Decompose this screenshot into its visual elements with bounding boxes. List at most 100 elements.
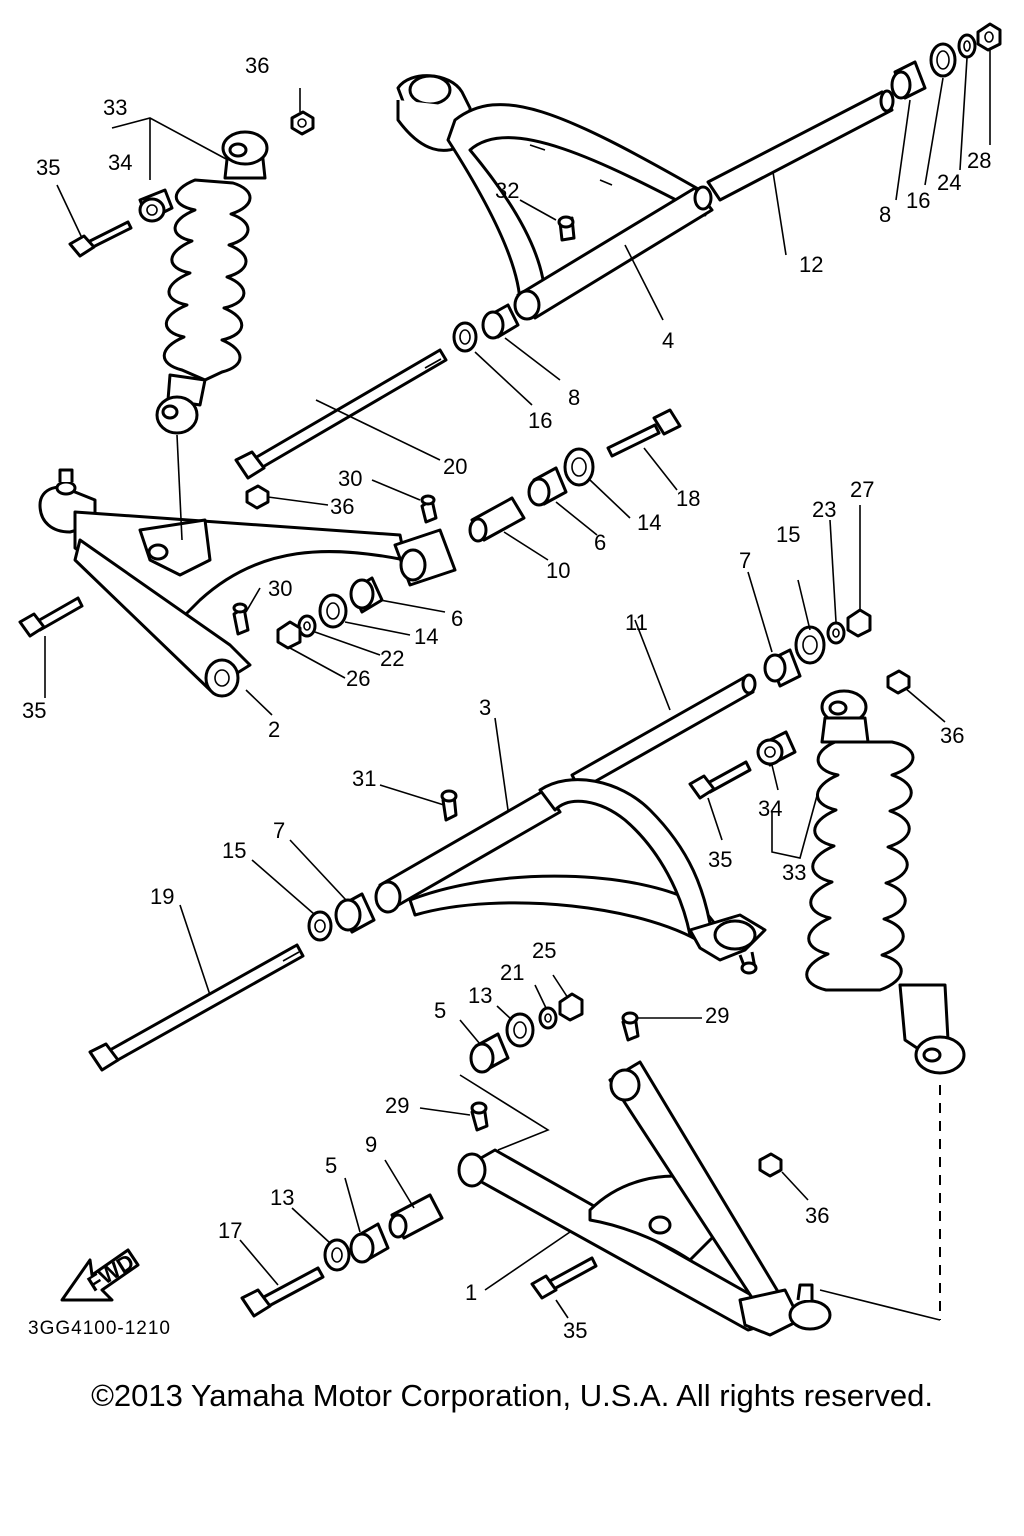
washer-15-lower[interactable] (307, 910, 333, 942)
leader-lines (44, 48, 991, 1319)
washer-14-lower[interactable] (318, 593, 348, 629)
callout-8: 8 (568, 385, 580, 410)
callout-22: 22 (380, 646, 404, 671)
parts-diagram: FWD (18, 22, 1002, 1343)
lower-arm-2[interactable] (38, 468, 457, 698)
bolt-35-left[interactable] (18, 596, 84, 638)
nut-25[interactable] (558, 992, 584, 1022)
callout-18: 18 (676, 486, 700, 511)
callout-35: 35 (22, 698, 46, 723)
grease-nipple-29-upper[interactable] (621, 1011, 640, 1042)
bushing-7-lower[interactable] (334, 892, 376, 934)
callout-35: 35 (708, 847, 732, 872)
nut-28[interactable] (976, 22, 1002, 52)
callout-7: 7 (739, 548, 751, 573)
callout-12: 12 (799, 252, 823, 277)
callout-29: 29 (705, 1003, 729, 1028)
nut-36-right-lower[interactable] (758, 1152, 783, 1178)
callout-23: 23 (812, 497, 836, 522)
grease-nipple-29-lower[interactable] (470, 1101, 489, 1132)
callout-26: 26 (346, 666, 370, 691)
callout-20: 20 (443, 454, 467, 479)
collar-9[interactable] (388, 1193, 444, 1240)
callout-34: 34 (758, 796, 782, 821)
callout-16: 16 (906, 188, 930, 213)
bushing-7-upper[interactable] (763, 648, 802, 688)
fwd-arrow-icon: FWD (60, 1248, 140, 1302)
washer-24[interactable] (957, 33, 977, 59)
grease-nipple-30b[interactable] (232, 602, 250, 636)
bolt-18[interactable] (606, 408, 682, 458)
washer-13-lower[interactable] (323, 1238, 351, 1272)
callout-8: 8 (879, 202, 891, 227)
callout-14: 14 (637, 510, 661, 535)
bushing-5-lower[interactable] (349, 1222, 390, 1264)
grease-nipple-32[interactable] (557, 215, 576, 242)
callout-16: 16 (528, 408, 552, 433)
copyright-notice: ©2013 Yamaha Motor Corporation, U.S.A. A… (91, 1378, 933, 1413)
shock-absorber-lower-right[interactable] (805, 689, 966, 1075)
callout-1: 1 (465, 1280, 477, 1305)
bushing-34-lower[interactable] (756, 730, 797, 767)
washer-13-upper[interactable] (505, 1012, 535, 1048)
callout-31: 31 (352, 766, 376, 791)
washer-14-upper[interactable] (563, 447, 595, 487)
bolt-35-upper[interactable] (68, 220, 133, 258)
callout-29: 29 (385, 1093, 409, 1118)
shock-absorber-upper-left[interactable] (155, 130, 269, 435)
callout-15: 15 (776, 522, 800, 547)
lower-arm-1[interactable] (457, 1060, 832, 1337)
washer-16-upper[interactable] (929, 42, 957, 78)
bushing-5-upper[interactable] (469, 1032, 510, 1074)
callout-34: 34 (108, 150, 132, 175)
callout-3: 3 (479, 695, 491, 720)
callout-27: 27 (850, 477, 874, 502)
washer-21[interactable] (538, 1006, 558, 1030)
diagram-code: 3GG4100-1210 (28, 1318, 171, 1339)
callout-17: 17 (218, 1218, 242, 1243)
callout-36: 36 (805, 1203, 829, 1228)
bushing-8-upper[interactable] (890, 60, 927, 100)
bolt-17[interactable] (240, 1266, 325, 1318)
callout-35: 35 (36, 155, 60, 180)
upper-arm-4[interactable] (396, 74, 714, 321)
callout-33: 33 (782, 860, 806, 885)
nut-36-upper[interactable] (290, 110, 315, 136)
callout-labels: 36 33 34 35 32 12 8 16 24 28 4 8 16 20 3… (22, 53, 991, 1343)
bolt-19[interactable] (88, 943, 305, 1072)
callout-36: 36 (940, 723, 964, 748)
callout-36: 36 (245, 53, 269, 78)
bushing-34-upper[interactable] (138, 188, 174, 223)
nut-36-left[interactable] (245, 484, 270, 510)
bolt-35-bottom[interactable] (530, 1256, 598, 1300)
pivot-shaft-12[interactable] (706, 89, 895, 202)
callout-14: 14 (414, 624, 438, 649)
callout-2: 2 (268, 717, 280, 742)
callout-10: 10 (546, 558, 570, 583)
nut-36-right-upper[interactable] (886, 669, 911, 695)
nut-26[interactable] (276, 620, 302, 650)
bushing-8-mid[interactable] (481, 303, 520, 340)
bolt-35-right[interactable] (688, 760, 752, 800)
callout-9: 9 (365, 1132, 377, 1157)
nut-27[interactable] (846, 608, 872, 638)
callout-35: 35 (563, 1318, 587, 1343)
callout-13: 13 (270, 1185, 294, 1210)
callout-19: 19 (150, 884, 174, 909)
washer-23[interactable] (826, 621, 846, 645)
callout-32: 32 (495, 178, 519, 203)
collar-10[interactable] (468, 496, 526, 543)
bushing-6-upper[interactable] (527, 466, 568, 507)
callout-33: 33 (103, 95, 127, 120)
washer-16-mid[interactable] (452, 321, 478, 353)
grease-nipple-31[interactable] (440, 789, 458, 822)
washer-15-upper[interactable] (794, 625, 826, 665)
callout-5: 5 (325, 1153, 337, 1178)
upper-arm-3[interactable] (374, 778, 767, 975)
callout-4: 4 (662, 328, 674, 353)
bushing-6-lower[interactable] (349, 576, 384, 614)
callout-30: 30 (338, 466, 362, 491)
grease-nipple-30a[interactable] (420, 494, 438, 524)
bolt-20[interactable] (234, 348, 448, 480)
callout-7: 7 (273, 818, 285, 843)
